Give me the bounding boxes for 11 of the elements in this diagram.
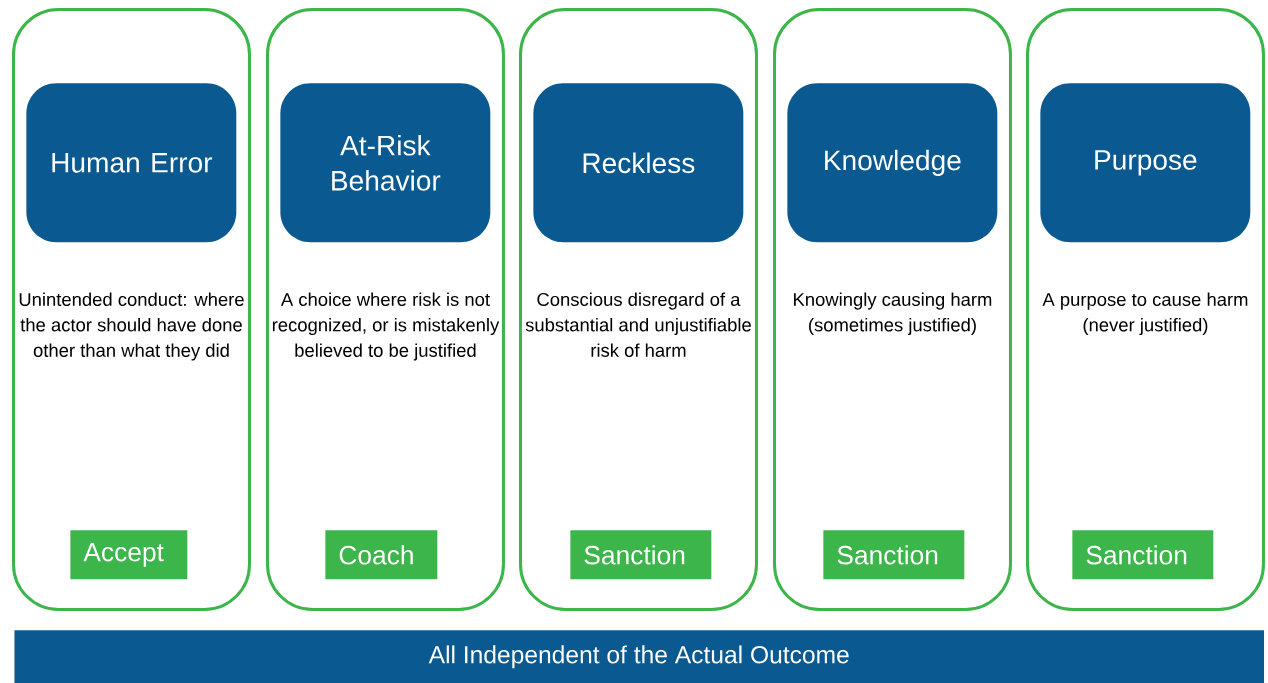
category-box: Knowledge [787, 83, 998, 243]
action-tag: Coach [325, 530, 438, 580]
action-tag: Sanction [570, 530, 712, 580]
footer-band: All Independent of the Actual Outcome [14, 630, 1265, 683]
category-box: Human Error [26, 83, 237, 243]
category-box: At-Risk Behavior [280, 83, 491, 243]
category-box: Reckless [533, 83, 744, 243]
category-box: Purpose [1040, 83, 1251, 243]
action-tag: Sanction [823, 530, 965, 580]
action-tag: Accept [70, 530, 188, 580]
action-tag: Sanction [1072, 530, 1214, 580]
